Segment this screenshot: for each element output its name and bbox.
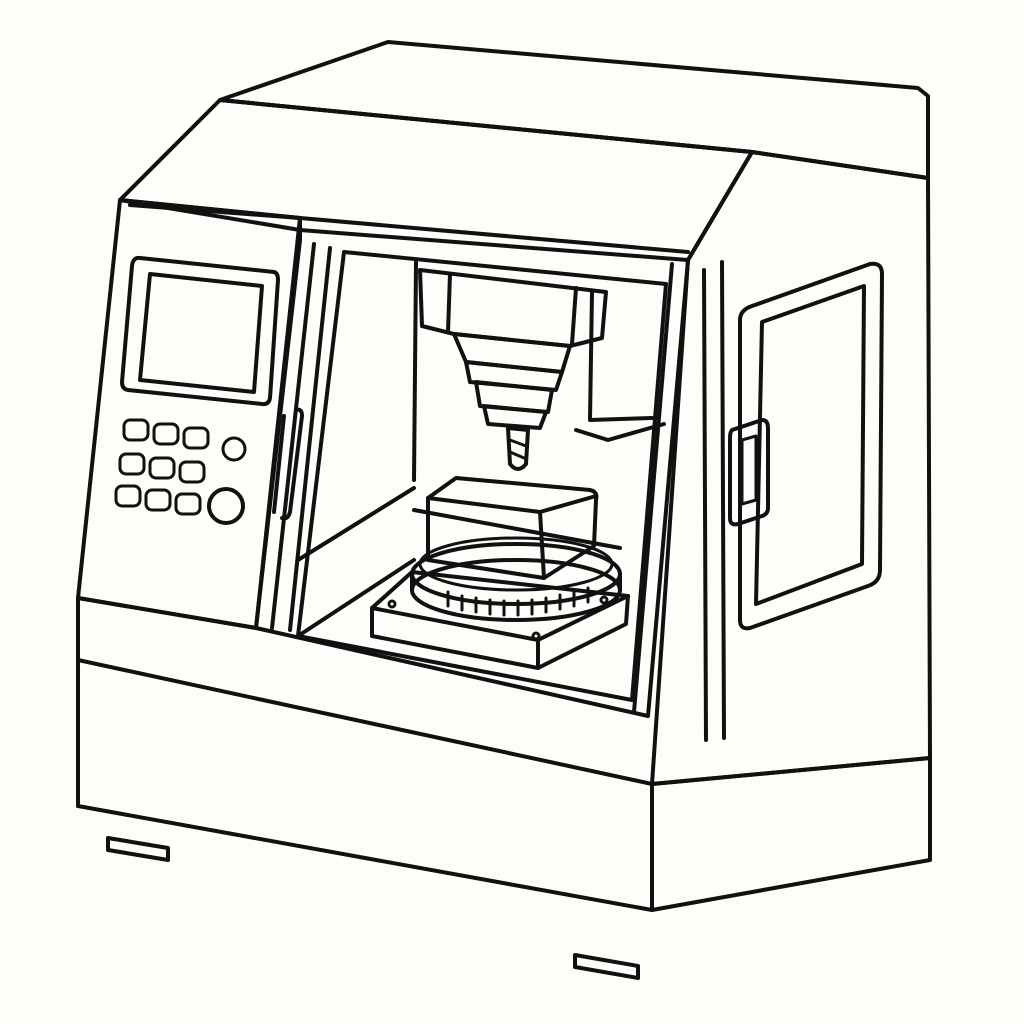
indicator-button [221, 436, 247, 462]
side-door-handle [728, 418, 770, 527]
keypad-button [178, 460, 206, 484]
dial-knob [207, 487, 245, 525]
keypad-button [122, 418, 150, 442]
side-door [728, 261, 884, 631]
keypad-button [174, 492, 202, 516]
front-door-handle [272, 407, 304, 521]
keypad-button [118, 452, 146, 476]
keypad-buttons [114, 418, 247, 516]
keypad-button [182, 426, 210, 450]
keypad-button [114, 484, 142, 508]
rotary-table [410, 536, 622, 622]
work-chamber-window [296, 250, 668, 702]
keypad-button [144, 488, 172, 512]
keypad-button [148, 456, 176, 480]
machine-feet [106, 836, 640, 980]
spindle-head [418, 268, 608, 430]
control-screen [120, 255, 280, 407]
keypad-button [152, 422, 180, 446]
workpiece-block [426, 476, 599, 580]
front-door [254, 238, 690, 718]
cutting-tool [506, 426, 530, 471]
